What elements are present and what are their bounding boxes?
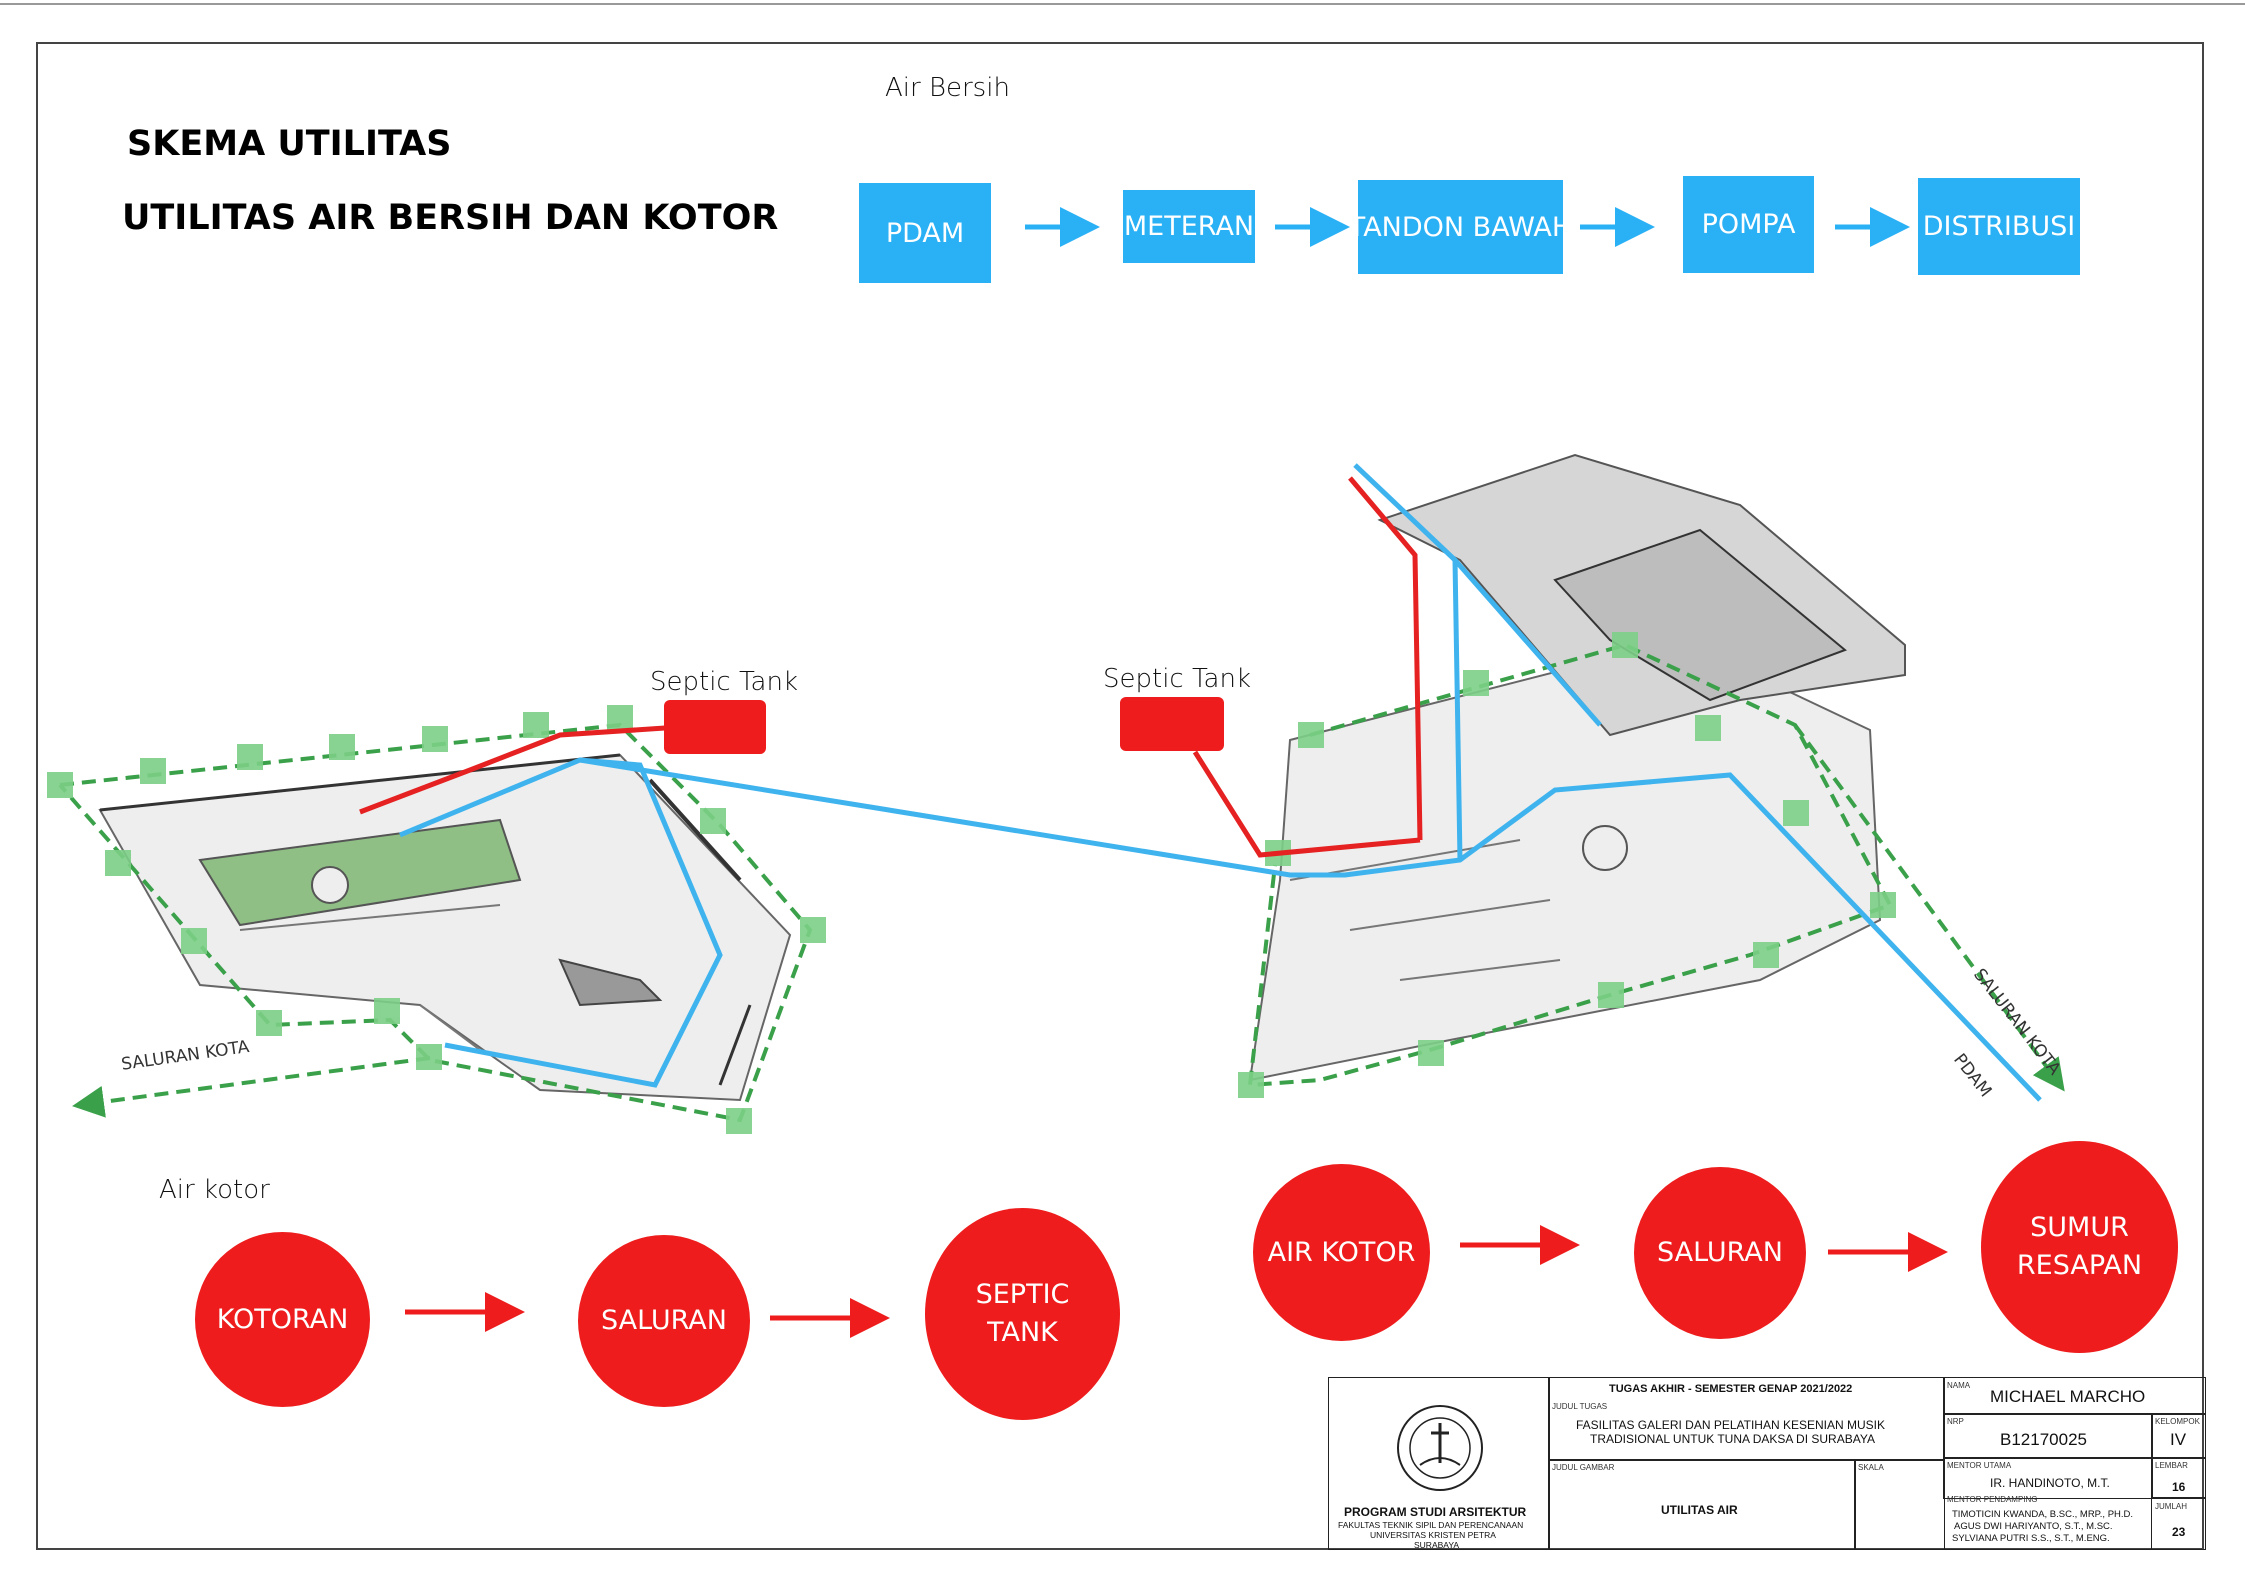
clean-step-pompa: POMPA xyxy=(1683,176,1814,273)
dirty-step-label: SEPTIC TANK xyxy=(975,1279,1070,1348)
clean-step-label: DISTRIBUSI xyxy=(1922,211,2076,242)
nama-value: MICHAEL MARCHO xyxy=(1990,1387,2146,1406)
judul-tugas-line2: TRADISIONAL UNTUK TUNA DAKSA DI SURABAYA xyxy=(1590,1432,1875,1446)
septic-tank-left xyxy=(664,700,766,754)
city-label: SURABAYA xyxy=(1414,1540,1460,1550)
title-block-mentor-cell xyxy=(1943,1457,2153,1499)
dirty-step-label: SALURAN xyxy=(1657,1237,1783,1268)
dirty-step-kotoran: KOTORAN xyxy=(195,1232,370,1407)
clean-step-label: TANDON BAWAH xyxy=(1348,211,1573,243)
dirty-water-label: Air kotor xyxy=(159,1175,270,1205)
title-block-kelompok-cell xyxy=(2151,1413,2206,1459)
university-label: UNIVERSITAS KRISTEN PETRA xyxy=(1370,1530,1496,1540)
skala-caption: SKALA xyxy=(1858,1463,1884,1472)
clean-water-pipes xyxy=(399,463,2042,1102)
clean-step-pdam: PDAM xyxy=(859,183,991,283)
dirty-step-label: AIR KOTOR xyxy=(1267,1236,1416,1268)
kelompok-caption: KELOMPOK xyxy=(2155,1417,2200,1426)
nama-caption: NAMA xyxy=(1947,1381,1971,1390)
mentor-pendamping-1: TIMOTICIN KWANDA, B.SC., MRP., PH.D. xyxy=(1952,1509,2134,1520)
faculty-label: FAKULTAS TEKNIK SIPIL DAN PERENCANAAN xyxy=(1338,1520,1524,1530)
title-block-jumlah-cell xyxy=(2151,1497,2206,1550)
clean-step-tandon-bawah: TANDON BAWAH xyxy=(1349,180,1572,274)
lembar-value: 16 xyxy=(2172,1480,2186,1494)
kelompok-value: IV xyxy=(2170,1430,2187,1449)
drawing-frame xyxy=(36,42,2204,1550)
mentor-pendamping-caption: MENTOR PENDAMPING xyxy=(1947,1495,2038,1504)
title-block-skala-cell xyxy=(1854,1459,1945,1550)
judul-tugas-caption: JUDUL TUGAS xyxy=(1552,1402,1608,1411)
mentor-pendamping-3: SYLVIANA PUTRI S.S., S.T., M.ENG. xyxy=(1952,1533,2110,1544)
jumlah-value: 23 xyxy=(2172,1525,2186,1539)
nrp-caption: NRP xyxy=(1947,1417,1964,1426)
clean-water-label: Air Bersih xyxy=(885,73,1010,103)
page-title: SKEMA UTILITAS xyxy=(127,124,452,164)
judul-gambar-caption: JUDUL GAMBAR xyxy=(1552,1463,1615,1472)
title-block-logo-cell xyxy=(1328,1377,1550,1550)
right-building-plan xyxy=(1248,453,1906,1082)
clean-step-label: METERAN xyxy=(1123,211,1255,242)
septic-tank-label-left: Septic Tank xyxy=(650,667,799,697)
clean-step-label: POMPA xyxy=(1701,209,1796,240)
dirty-step-saluran-left: SALURAN xyxy=(578,1235,750,1407)
program-label: PROGRAM STUDI ARSITEKTUR xyxy=(1344,1505,1527,1519)
left-building-plan xyxy=(98,753,792,1102)
title-block-judul-tugas-cell xyxy=(1548,1377,1945,1461)
title-block-lembar-cell xyxy=(2151,1457,2206,1499)
dirty-step-saluran-right: SALURAN xyxy=(1634,1167,1806,1339)
septic-tank-right xyxy=(1120,697,1224,751)
mentor-utama-caption: MENTOR UTAMA xyxy=(1947,1461,2012,1470)
semester-label: TUGAS AKHIR - SEMESTER GENAP 2021/2022 xyxy=(1609,1383,1853,1395)
title-block-judul-gambar-cell xyxy=(1548,1459,1856,1550)
septic-tank-label-right: Septic Tank xyxy=(1103,664,1252,694)
judul-gambar-value: UTILITAS AIR xyxy=(1661,1503,1738,1517)
waste-water-pipes xyxy=(359,476,1423,858)
mentor-pendamping-2: AGUS DWI HARIYANTO, S.T., M.SC. xyxy=(1954,1521,2113,1532)
title-block-nrp-cell xyxy=(1943,1413,2153,1459)
page-subtitle: UTILITAS AIR BERSIH DAN KOTOR xyxy=(122,198,779,238)
clean-step-meteran: METERAN xyxy=(1123,190,1255,263)
nrp-value: B12170025 xyxy=(2000,1430,2087,1449)
judul-tugas-line1: FASILITAS GALERI DAN PELATIHAN KESENIAN … xyxy=(1576,1418,1885,1432)
jumlah-caption: JUMLAH xyxy=(2155,1502,2188,1511)
dirty-step-sumur-resapan: SUMUR RESAPAN xyxy=(1981,1141,2178,1353)
dirty-step-label: SUMUR RESAPAN xyxy=(2016,1212,2143,1281)
dirty-step-label: KOTORAN xyxy=(216,1303,349,1335)
mentor-utama-value: IR. HANDINOTO, M.T. xyxy=(1990,1476,2110,1490)
dirty-step-label: SALURAN xyxy=(601,1305,727,1336)
clean-step-label: PDAM xyxy=(885,217,965,249)
dirty-step-air-kotor: AIR KOTOR xyxy=(1253,1164,1430,1341)
lembar-caption: LEMBAR xyxy=(2155,1461,2188,1470)
clean-step-distribusi: DISTRIBUSI xyxy=(1918,178,2080,275)
university-seal-icon xyxy=(1397,1405,1483,1491)
title-block-nama-cell xyxy=(1943,1377,2206,1415)
drain-box-markers xyxy=(47,632,1896,1134)
dirty-step-septic-tank: SEPTIC TANK xyxy=(925,1208,1120,1420)
sheet-top-line xyxy=(0,3,2245,5)
